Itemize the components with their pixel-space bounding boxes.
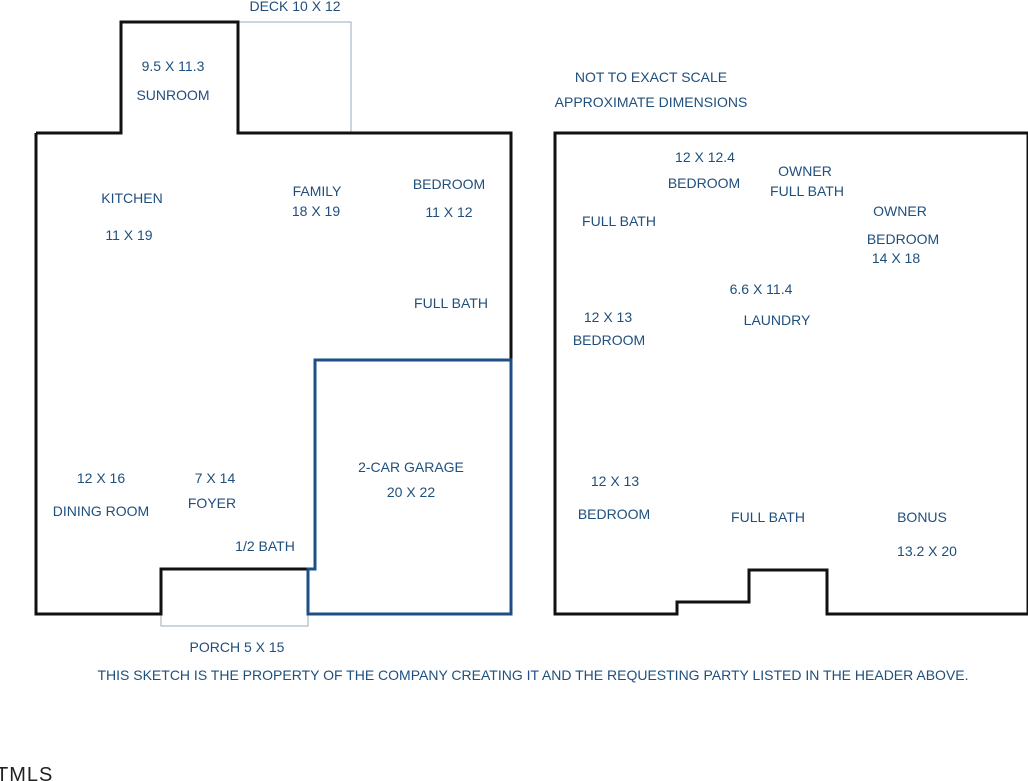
- bedroom-dim: 11 X 12: [425, 204, 472, 220]
- bedroom1-dim: 12 X 12.4: [675, 149, 735, 165]
- kitchen-dim: 11 X 19: [105, 227, 152, 243]
- bedroom-label: BEDROOM: [413, 176, 485, 192]
- owner-bedroom-dim: 14 X 18: [872, 250, 920, 266]
- deck-label: DECK 10 X 12: [249, 0, 340, 14]
- owner-bath-label-2: FULL BATH: [770, 183, 844, 199]
- owner-bedroom-label-1: OWNER: [873, 203, 927, 219]
- dimensions-note: APPROXIMATE DIMENSIONS: [555, 94, 748, 110]
- footer-note: THIS SKETCH IS THE PROPERTY OF THE COMPA…: [97, 667, 968, 683]
- scale-note: NOT TO EXACT SCALE: [575, 69, 727, 85]
- bonus-label: BONUS: [897, 509, 947, 525]
- bonus-dim: 13.2 X 20: [897, 543, 957, 559]
- second-floor-walls: [553, 131, 1028, 616]
- bedroom2-label: BEDROOM: [573, 332, 645, 348]
- dining-label: DINING ROOM: [53, 503, 149, 519]
- first-floor-walls: [34, 20, 513, 616]
- family-dim: 18 X 19: [292, 203, 340, 219]
- porch-outline: [160, 612, 309, 627]
- garage-walls: [306, 358, 513, 616]
- garage-dim: 20 X 22: [387, 484, 435, 500]
- full-bath-lower-label: FULL BATH: [731, 509, 805, 525]
- garage-label: 2-CAR GARAGE: [358, 459, 464, 475]
- owner-bath-label-1: OWNER: [778, 163, 832, 179]
- full-bath-label: FULL BATH: [414, 295, 488, 311]
- kitchen-label: KITCHEN: [101, 190, 162, 206]
- porch-label: PORCH 5 X 15: [190, 639, 285, 655]
- full-bath-upper-label: FULL BATH: [582, 213, 656, 229]
- family-label: FAMILY: [293, 183, 342, 199]
- bedroom3-label: BEDROOM: [578, 506, 650, 522]
- deck-outline: [238, 21, 352, 133]
- foyer-dim: 7 X 14: [195, 470, 236, 486]
- foyer-label: FOYER: [188, 495, 236, 511]
- bedroom3-dim: 12 X 13: [591, 473, 639, 489]
- tmls-watermark: TMLS: [0, 764, 53, 781]
- dining-dim: 12 X 16: [77, 470, 125, 486]
- sunroom-label: SUNROOM: [136, 87, 209, 103]
- laundry-label: LAUNDRY: [744, 312, 811, 328]
- sunroom-dim: 9.5 X 11.3: [142, 58, 205, 74]
- half-bath-label: 1/2 BATH: [235, 538, 295, 554]
- bedroom1-label: BEDROOM: [668, 175, 740, 191]
- owner-bedroom-label-2: BEDROOM: [867, 231, 939, 247]
- bedroom2-dim: 12 X 13: [584, 309, 632, 325]
- laundry-dim: 6.6 X 11.4: [730, 281, 793, 297]
